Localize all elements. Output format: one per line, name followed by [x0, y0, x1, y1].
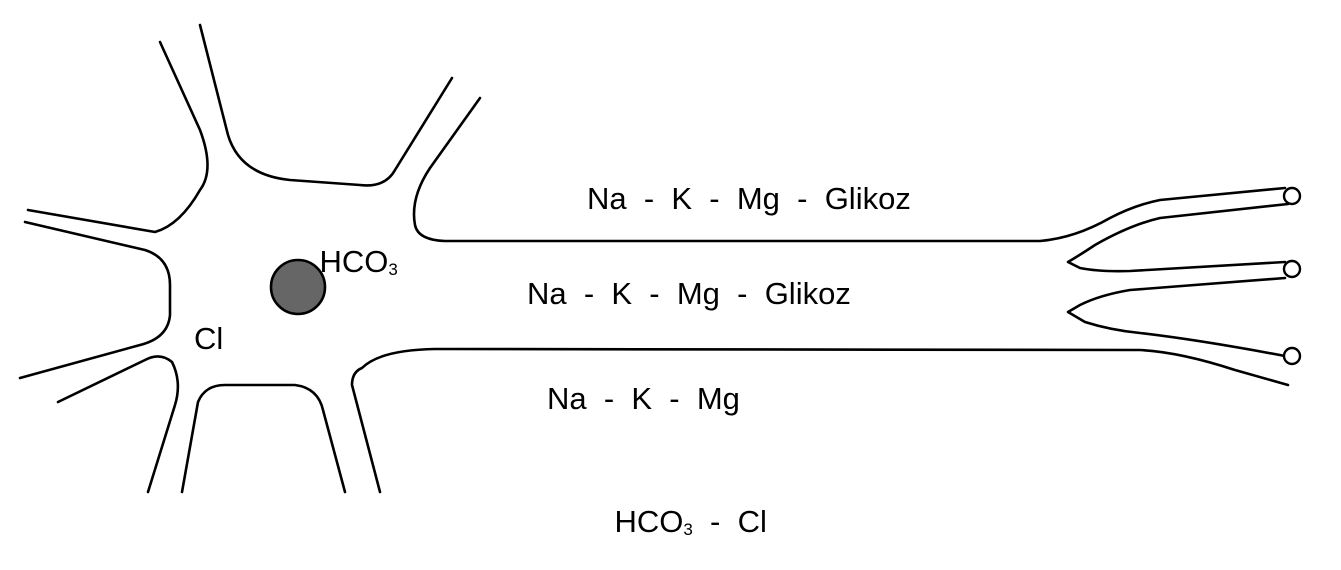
axon-row-2: Na - K - Mg - Glikoz	[527, 276, 851, 311]
nucleus	[269, 258, 327, 316]
neuron-diagram: HCO3 Cl Na - K - Mg - Glikoz Na - K - Mg…	[18, 23, 1302, 538]
axon-bottom-edge	[350, 347, 1290, 494]
dendrite-top-left-outer	[26, 40, 209, 234]
outside-row-1: Na - K - Mg	[547, 381, 740, 416]
terminal-bouton-3	[1282, 346, 1302, 366]
axon-row-1: Na - K - Mg - Glikoz	[587, 181, 911, 216]
terminal-bouton-2	[1282, 259, 1302, 279]
dendrite-lower-mid	[180, 383, 347, 494]
dendrite-left	[18, 220, 172, 380]
neuron-outline	[18, 23, 1302, 494]
soma-label-hco3: HCO3	[319, 244, 398, 279]
terminal-branch-1	[1066, 202, 1290, 273]
terminal-bouton-1	[1282, 186, 1302, 206]
soma-label-cl: Cl	[194, 321, 224, 356]
terminal-branch-2	[1066, 276, 1287, 358]
outside-row-2: HCO3 - Cl	[614, 504, 767, 539]
axon-top-edge	[412, 96, 1287, 243]
dendrite-lower-left	[56, 355, 180, 494]
dendrite-top-inner	[198, 23, 454, 187]
